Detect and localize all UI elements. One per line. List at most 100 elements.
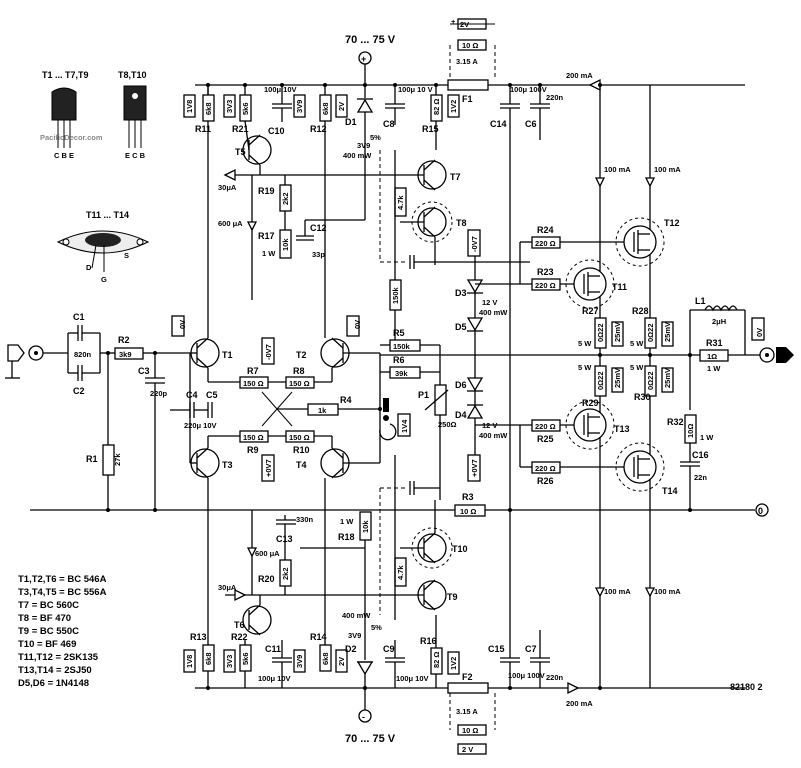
svg-text:3V9: 3V9 (348, 631, 361, 640)
svg-text:F2: F2 (462, 672, 473, 682)
svg-text:2V: 2V (337, 657, 346, 666)
svg-text:1V8: 1V8 (185, 100, 194, 113)
svg-text:25mV: 25mV (663, 368, 672, 388)
svg-text:R3: R3 (462, 492, 474, 502)
package-to3: T11 ... T14 D G S (56, 210, 150, 284)
svg-text:T8,T10: T8,T10 (118, 70, 147, 80)
svg-text:T3: T3 (222, 460, 233, 470)
mosfet-t12: T12 (615, 217, 680, 267)
svg-text:6k8: 6k8 (204, 102, 213, 115)
svg-text:C9: C9 (383, 644, 395, 654)
svg-text:150k: 150k (393, 342, 411, 351)
capacitor-c14: 100μ 100V C14 (490, 85, 547, 510)
svg-text:5k6: 5k6 (241, 102, 250, 115)
svg-text:G: G (101, 275, 107, 284)
svg-text:5k6: 5k6 (241, 652, 250, 665)
svg-text:3V9: 3V9 (357, 141, 370, 150)
svg-text:C14: C14 (490, 119, 507, 129)
svg-text:150 Ω: 150 Ω (289, 433, 310, 442)
svg-text:400 mW: 400 mW (342, 611, 371, 620)
transistor-t10: T10 (400, 500, 468, 569)
mosfet-t11: T11 (565, 259, 627, 309)
svg-text:0: 0 (758, 506, 763, 516)
svg-text:1 W: 1 W (340, 517, 354, 526)
svg-text:R12: R12 (310, 124, 327, 134)
resistor-r20: 2k2 R20 (258, 559, 292, 595)
diode-string: D3 12 V 400 mW D5 D6 D4 12 V 400 mW (455, 256, 508, 455)
capacitor-c8: 100μ 10 V C8 (383, 85, 433, 129)
resistor-r8: 150 Ω R8 (285, 366, 333, 389)
zener-d2: D2 400 mW 3V9 5% (342, 540, 382, 688)
transistor-t8: T8 (400, 201, 467, 265)
svg-text:D1: D1 (345, 117, 357, 127)
svg-text:1Ω: 1Ω (707, 352, 717, 361)
svg-text:5 W: 5 W (630, 339, 644, 348)
svg-text:C10: C10 (268, 126, 285, 136)
svg-text:T9: T9 (447, 592, 458, 602)
svg-text:30μA: 30μA (218, 583, 237, 592)
svg-text:6k8: 6k8 (321, 102, 330, 115)
svg-text:R17: R17 (258, 231, 275, 241)
svg-text:T1 ... T7,T9: T1 ... T7,T9 (42, 70, 89, 80)
capacitors-c4-c5: C4 C5 220μ 10V (170, 390, 218, 430)
svg-text:D: D (86, 263, 92, 272)
resistor-r22: 5k6 R22 3V3 (223, 632, 252, 688)
svg-text:10 Ω: 10 Ω (462, 41, 478, 50)
transistor-t9: T9 (400, 579, 458, 611)
svg-text:R18: R18 (338, 532, 355, 542)
svg-text:1V2: 1V2 (449, 657, 458, 670)
resistor-r32: 10Ω R32 1 W (667, 414, 714, 462)
svg-text:-: - (362, 712, 365, 722)
svg-text:3.15 A: 3.15 A (456, 707, 478, 716)
svg-text:C2: C2 (73, 386, 85, 396)
svg-text:C12: C12 (310, 223, 327, 233)
svg-text:39k: 39k (395, 369, 408, 378)
capacitor-c3: C3 220p (138, 353, 168, 510)
svg-text:R4: R4 (340, 395, 352, 405)
resistor-150k-mid: 150k (389, 150, 402, 345)
svg-text:150 Ω: 150 Ω (243, 379, 264, 388)
svg-text:0V: 0V (178, 320, 187, 329)
svg-text:D6: D6 (455, 380, 467, 390)
package-to92: T1 ... T7,T9 C B E (42, 70, 89, 160)
svg-text:D3: D3 (455, 288, 467, 298)
svg-text:1k: 1k (318, 406, 327, 415)
svg-text:6k8: 6k8 (204, 652, 213, 665)
svg-text:L1: L1 (695, 296, 706, 306)
resistor-r3: 10 Ω R3 (454, 492, 486, 517)
svg-text:600 μA: 600 μA (218, 219, 243, 228)
svg-text:12 V: 12 V (482, 298, 497, 307)
parts-legend: T1,T2,T6 = BC 546A T3,T4,T5 = BC 556A T7… (18, 574, 107, 689)
svg-text:R25: R25 (537, 434, 554, 444)
svg-text:22n: 22n (694, 473, 707, 482)
svg-text:100 mA: 100 mA (604, 165, 631, 174)
legend-line: T9 = BC 550C (18, 626, 79, 637)
transistor-t5: T5 (235, 120, 272, 175)
svg-text:-0V7: -0V7 (470, 236, 479, 252)
transistor-t7: T7 (400, 159, 461, 191)
svg-text:T8: T8 (456, 218, 467, 228)
svg-text:3V3: 3V3 (225, 100, 234, 113)
inductor-l1: L1 2μH (695, 296, 738, 326)
svg-text:2μH: 2μH (712, 317, 726, 326)
svg-text:T10: T10 (452, 544, 468, 554)
current-600ua-bot: 600 μA (246, 510, 280, 595)
capacitor-c12: C12 33p (296, 219, 365, 259)
svg-text:T6: T6 (234, 620, 245, 630)
dashed-coupling-top (379, 150, 530, 269)
svg-text:1V2: 1V2 (449, 100, 458, 113)
positive-supply-terminal: + 70 ... 75 V (345, 34, 396, 65)
svg-text:1 W: 1 W (262, 249, 276, 258)
svg-text:220 Ω: 220 Ω (535, 422, 556, 431)
svg-text:R21: R21 (232, 124, 249, 134)
svg-text:30μA: 30μA (218, 183, 237, 192)
svg-text:C13: C13 (276, 534, 293, 544)
svg-text:5%: 5% (370, 133, 381, 142)
svg-text:R30: R30 (634, 392, 651, 402)
svg-text:220p: 220p (150, 389, 168, 398)
svg-text:T14: T14 (662, 486, 678, 496)
svg-text:5 W: 5 W (630, 363, 644, 372)
svg-text:2k2: 2k2 (281, 567, 290, 580)
svg-text:R9: R9 (247, 445, 259, 455)
legend-line: T11,T12 = 2SK135 (18, 652, 99, 663)
